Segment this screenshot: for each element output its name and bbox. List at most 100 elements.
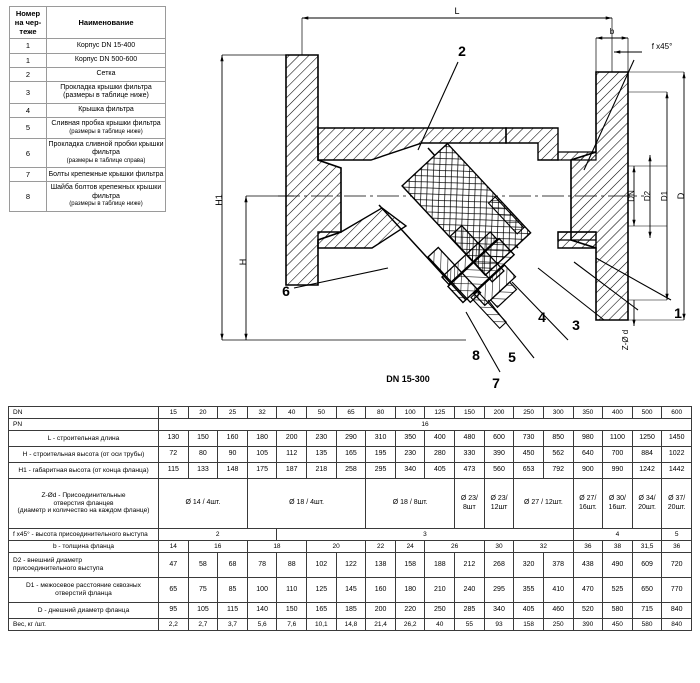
spec-value: 580: [602, 602, 633, 619]
callout-6: 6: [282, 283, 290, 299]
legend-row-name: Сетка: [46, 66, 166, 82]
spec-value: 609: [631, 552, 663, 578]
spec-value-zod: Ø 30/ 16шт.: [602, 478, 633, 529]
spec-value: 2,7: [187, 618, 219, 631]
spec-value: 58: [187, 552, 219, 578]
spec-value: 653: [513, 462, 544, 479]
spec-value: 520: [572, 602, 604, 619]
spec-value: 158: [394, 552, 426, 578]
spec-col-header: 350: [572, 406, 604, 419]
spec-value: 7,6: [276, 618, 308, 631]
spec-value: 175: [246, 462, 278, 479]
spec-value-zod: Ø 27/ 16шт.: [572, 478, 604, 529]
spec-label-H1: H1 - габаритная высота (от конца фланца): [8, 462, 159, 479]
spec-value: 110: [276, 577, 308, 603]
spec-value: 230: [394, 446, 426, 463]
spec-value: 295: [483, 577, 515, 603]
spec-value: 700: [602, 446, 633, 463]
spec-value-zod: Ø 18 / 8шт.: [365, 478, 456, 529]
spec-value-b: 20: [306, 540, 367, 553]
spec-value: 884: [631, 446, 663, 463]
spec-value-b: 32: [513, 540, 574, 553]
spec-label-H: H - строительная высота (от оси трубы): [8, 446, 159, 463]
spec-value-b: 36: [661, 540, 692, 553]
legend-row-number: 2: [9, 66, 47, 82]
legend-header-row: Номер на чер- теже Наименование: [9, 5, 166, 40]
spec-value: 600: [483, 430, 515, 447]
spec-value-zod: Ø 18 / 4шт.: [246, 478, 367, 529]
spec-value: 112: [276, 446, 308, 463]
spec-value: 10,1: [306, 618, 337, 631]
spec-value: 180: [394, 577, 426, 603]
spec-value: 650: [631, 577, 663, 603]
spec-value: 490: [602, 552, 633, 578]
legend-row-number: 8: [9, 181, 47, 212]
legend-header-number: Номер на чер- теже: [9, 5, 47, 40]
spec-row-H1: H1 - габаритная высота (от конца фланца)…: [8, 462, 692, 479]
spec-value: 250: [424, 602, 456, 619]
spec-col-header: 300: [542, 406, 574, 419]
spec-label-zod-note: (диаметр и количество на каждом фланце): [17, 507, 150, 515]
spec-value: 268: [483, 552, 515, 578]
spec-value: 85: [217, 577, 248, 603]
spec-value: 218: [306, 462, 337, 479]
legend-row-name: Болты крепежные крышки фильтра: [46, 167, 166, 183]
dim-label-Zd: Z-Ø d: [621, 330, 630, 350]
spec-value: 90: [217, 446, 248, 463]
spec-value: 340: [394, 462, 426, 479]
spec-value: 350: [394, 430, 426, 447]
spec-col-header: 50: [306, 406, 337, 419]
spec-value-f: 2: [157, 528, 278, 541]
dim-label-chamfer: f x45°: [652, 42, 673, 51]
spec-value: 133: [187, 462, 219, 479]
spec-value-f: 4: [572, 528, 663, 541]
spec-row-f: f x45° - высота присоединительного высту…: [8, 528, 692, 541]
spec-value: 280: [424, 446, 456, 463]
dim-label-H1: H1: [214, 194, 224, 206]
spec-value: 258: [335, 462, 367, 479]
spec-value: 21,4: [365, 618, 396, 631]
legend-row-name: Сливная пробка крышки фильтра(размеры в …: [46, 117, 166, 139]
legend-row-note: (размеры в таблице справа): [66, 157, 146, 164]
spec-value: 125: [306, 577, 337, 603]
spec-value: 720: [661, 552, 692, 578]
spec-value: 850: [542, 430, 574, 447]
spec-value: 95: [158, 602, 189, 619]
spec-value: 400: [424, 430, 456, 447]
spec-value: 135: [306, 446, 337, 463]
spec-value: 105: [246, 446, 278, 463]
spec-value: 80: [187, 446, 219, 463]
spec-value: 250: [542, 618, 574, 631]
spec-value: 150: [276, 602, 308, 619]
dim-label-D2: D2: [643, 190, 652, 201]
spec-value: 14,8: [335, 618, 367, 631]
spec-value: 72: [158, 446, 189, 463]
dim-label-D1: D1: [660, 190, 669, 201]
spec-value-zod: Ø 23/ 12шт: [483, 478, 515, 529]
spec-value: 88: [276, 552, 308, 578]
spec-value: 470: [572, 577, 604, 603]
spec-value: 562: [542, 446, 574, 463]
legend-row-number: 6: [9, 137, 47, 169]
spec-col-header: 100: [394, 406, 426, 419]
spec-value-f: 3: [276, 528, 574, 541]
legend-row-name: Прокладка крышки фильтра (размеры в табл…: [46, 80, 166, 104]
spec-value-b: 16: [187, 540, 248, 553]
callout-2: 2: [458, 43, 466, 59]
spec-value: 560: [483, 462, 515, 479]
spec-value: 200: [276, 430, 308, 447]
spec-value: 230: [306, 430, 337, 447]
spec-value: 580: [631, 618, 663, 631]
spec-value: 390: [483, 446, 515, 463]
dim-label-D: D: [676, 192, 686, 199]
spec-value: 200: [365, 602, 396, 619]
spec-value: 1442: [661, 462, 692, 479]
